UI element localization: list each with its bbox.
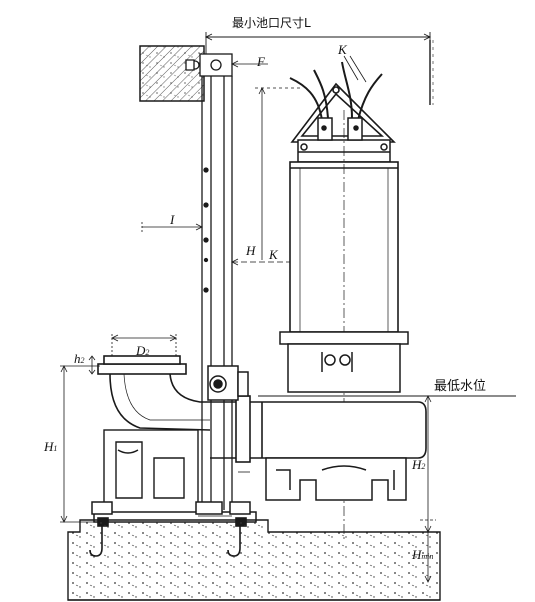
right-dimensions	[406, 395, 436, 583]
label-h2-small: h2	[74, 351, 85, 366]
left-dimensions	[60, 334, 177, 523]
support-frame	[103, 429, 199, 515]
label-k-top: K	[338, 42, 347, 57]
pump-volute	[247, 401, 427, 459]
label-i: I	[170, 212, 175, 227]
dimension-f	[231, 60, 268, 68]
discharge-elbow	[97, 355, 251, 463]
top-slab-left	[139, 45, 205, 102]
k-top-leader	[343, 55, 367, 83]
label-f: F	[257, 54, 265, 69]
label-k-mid: K	[269, 247, 278, 262]
concrete-foundation	[67, 519, 441, 601]
upper-guide-bracket	[185, 53, 233, 77]
power-cables	[289, 61, 383, 121]
label-h1: H1	[44, 439, 58, 454]
dimension-pit-size	[204, 32, 432, 60]
pump-junction	[279, 331, 409, 393]
guide-rails	[201, 76, 233, 510]
label-h: H	[246, 243, 256, 258]
auto-coupling	[207, 365, 249, 401]
pump-lifting-handle	[290, 82, 396, 143]
label-min-water-level: 最低水位	[434, 379, 487, 394]
bottom-marks	[198, 471, 250, 517]
label-d2: D2	[136, 343, 150, 358]
label-pit-size: 最小池口尺寸L	[232, 16, 311, 30]
dimension-i	[141, 222, 203, 232]
dimension-h	[255, 87, 300, 260]
pit-wall-right	[429, 40, 434, 105]
label-h2-right: H2	[412, 457, 426, 472]
pump-feet	[265, 457, 407, 501]
label-hmin: Hmin	[412, 547, 434, 562]
